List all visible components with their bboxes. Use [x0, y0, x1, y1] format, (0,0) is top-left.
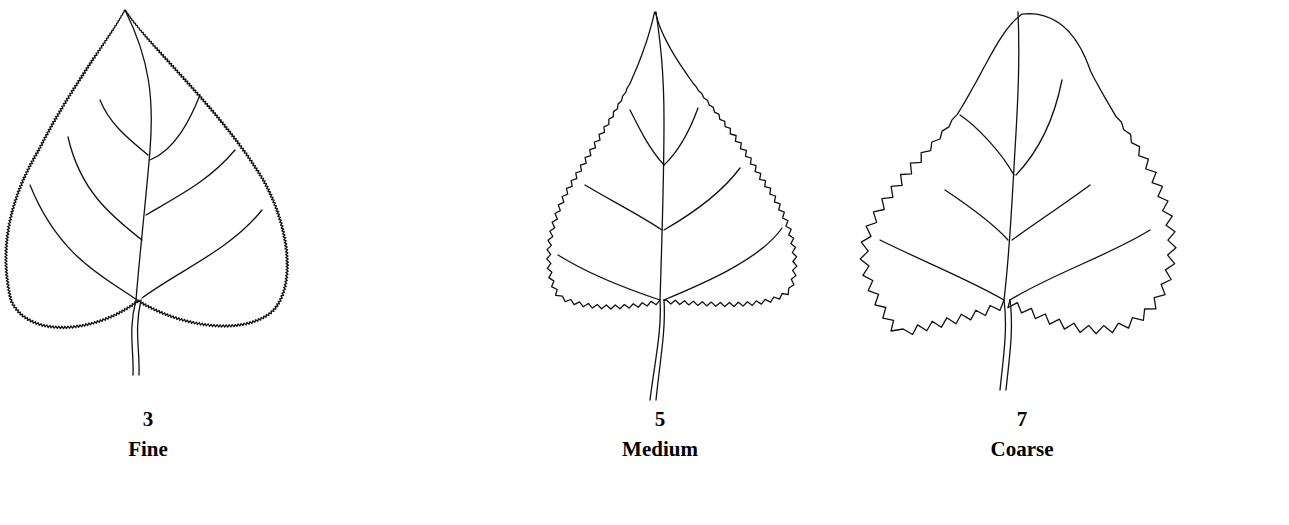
scale-word: Fine — [128, 438, 168, 461]
scale-number: 7 — [1017, 408, 1028, 431]
leaf-veins-fine — [30, 10, 262, 375]
leaf-veins-coarse — [880, 12, 1150, 390]
scale-word: Coarse — [991, 438, 1054, 461]
scale-number: 3 — [143, 408, 154, 431]
scale-number: 5 — [655, 408, 666, 431]
scale-word: Medium — [622, 438, 698, 461]
leaf-outline-fine — [5, 11, 289, 329]
leaf-veins-medium — [558, 12, 782, 400]
leaf-outline-medium — [547, 12, 797, 309]
